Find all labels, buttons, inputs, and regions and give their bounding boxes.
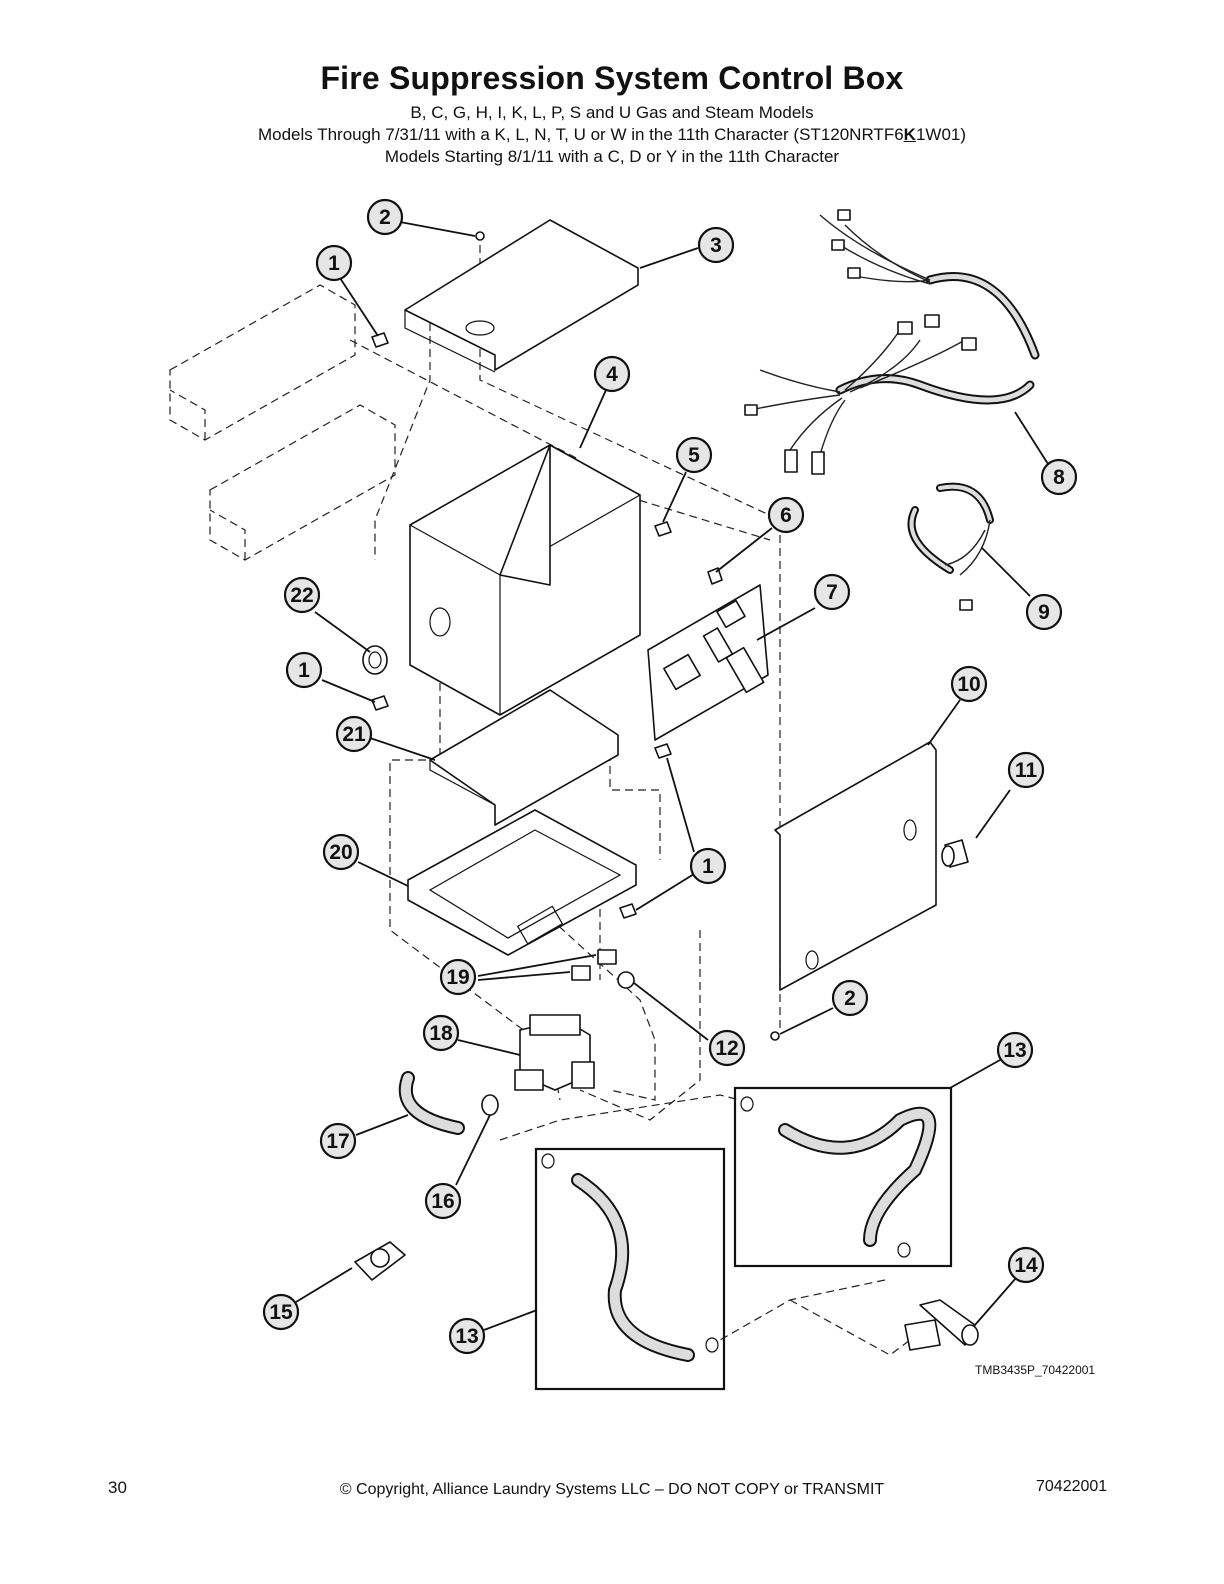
callout-1-top: 1 — [315, 244, 353, 282]
callout-18: 18 — [422, 1014, 460, 1052]
callout-2-top: 2 — [366, 198, 404, 236]
dashed-brackets — [169, 284, 396, 561]
subtitle-bold-char: K — [903, 125, 916, 144]
callout-13-upper: 13 — [996, 1031, 1034, 1069]
subtitle-models: B, C, G, H, I, K, L, P, S and U Gas and … — [410, 103, 814, 122]
leader-lines — [295, 221, 1049, 1331]
svg-text:12: 12 — [715, 1037, 738, 1060]
subtitle-text: 1W01) — [915, 125, 967, 144]
svg-text:1: 1 — [328, 252, 340, 275]
door-panel-part — [774, 741, 937, 991]
callout-12: 12 — [708, 1029, 746, 1067]
callout-6: 6 — [767, 496, 805, 534]
page-title: Fire Suppression System Control Box — [320, 60, 904, 96]
callout-20: 20 — [322, 833, 360, 871]
svg-text:15: 15 — [269, 1301, 293, 1324]
callout-10: 10 — [950, 665, 988, 703]
svg-text:9: 9 — [1038, 601, 1050, 624]
circuit-board-part — [647, 584, 769, 741]
callout-22: 22 — [283, 576, 321, 614]
callout-8: 8 — [1040, 458, 1078, 496]
copyright-notice: © Copyright, Alliance Laundry Systems LL… — [339, 1481, 885, 1498]
svg-text:13: 13 — [455, 1325, 478, 1348]
svg-text:1: 1 — [298, 659, 310, 682]
callout-11: 11 — [1007, 751, 1045, 789]
thermostat-part — [354, 1241, 406, 1281]
grommet-part — [362, 645, 388, 675]
valve-part — [514, 1014, 595, 1091]
callout-21: 21 — [335, 715, 373, 753]
wiring-harness-part — [744, 209, 1040, 475]
callout-1-right: 1 — [689, 847, 727, 885]
top-cover-part — [404, 219, 639, 373]
svg-text:18: 18 — [429, 1022, 453, 1045]
hose-box-lower — [534, 1147, 726, 1391]
svg-text:8: 8 — [1053, 466, 1065, 489]
callout-9: 9 — [1025, 593, 1063, 631]
hose-box-upper — [733, 1086, 953, 1268]
cover-plate-part — [429, 689, 619, 826]
svg-text:2: 2 — [844, 987, 856, 1010]
svg-text:19: 19 — [446, 966, 469, 989]
short-hose-part — [398, 1071, 465, 1135]
callout-13-lower: 13 — [448, 1317, 486, 1355]
svg-text:21: 21 — [342, 723, 366, 746]
subtitle-text: Models Through 7/31/11 with a K, L, N, T… — [257, 125, 904, 144]
document-number: 70422001 — [1036, 1478, 1108, 1495]
svg-text:16: 16 — [431, 1190, 454, 1213]
page-number: 30 — [108, 1478, 127, 1497]
callout-7: 7 — [813, 573, 851, 611]
svg-text:6: 6 — [780, 504, 792, 527]
tray-part — [407, 809, 637, 956]
lock-part — [941, 839, 969, 868]
svg-text:2: 2 — [379, 206, 391, 229]
svg-text:20: 20 — [329, 841, 352, 864]
svg-text:11: 11 — [1015, 759, 1038, 782]
screw-parts — [371, 231, 780, 1041]
callout-15: 15 — [262, 1293, 300, 1331]
box-housing-part — [409, 444, 641, 716]
svg-text:13: 13 — [1003, 1039, 1026, 1062]
svg-text:14: 14 — [1014, 1254, 1038, 1277]
svg-text:5: 5 — [688, 444, 700, 467]
svg-text:22: 22 — [290, 584, 313, 607]
subtitle-models-through: Models Through 7/31/11 with a K, L, N, T… — [0, 125, 1224, 145]
callout-19: 19 — [439, 958, 477, 996]
svg-text:7: 7 — [826, 581, 838, 604]
callout-3: 3 — [697, 226, 735, 264]
svg-text:3: 3 — [710, 234, 722, 257]
svg-text:10: 10 — [957, 673, 980, 696]
long-hose-lower-part — [541, 1153, 719, 1362]
callout-16: 16 — [424, 1182, 462, 1220]
long-hose-upper-part — [740, 1096, 937, 1258]
small-harness-part — [907, 482, 994, 611]
callout-1-left: 1 — [285, 651, 323, 689]
callout-4: 4 — [593, 355, 631, 393]
subtitle-models-starting: Models Starting 8/1/11 with a C, D or Y … — [384, 147, 840, 166]
grommet-hole — [368, 651, 382, 669]
svg-text:4: 4 — [606, 363, 618, 386]
tee-fitting-part — [904, 1299, 979, 1351]
svg-text:17: 17 — [326, 1130, 349, 1153]
callout-17: 17 — [319, 1122, 357, 1160]
switch-parts — [571, 949, 635, 989]
svg-text:1: 1 — [702, 855, 714, 878]
callout-14: 14 — [1007, 1246, 1045, 1284]
clamp-part — [481, 1094, 499, 1116]
callout-2-bottom: 2 — [831, 979, 869, 1017]
drawing-code: TMB3435P_70422001 — [975, 1363, 1096, 1377]
callout-5: 5 — [675, 436, 713, 474]
